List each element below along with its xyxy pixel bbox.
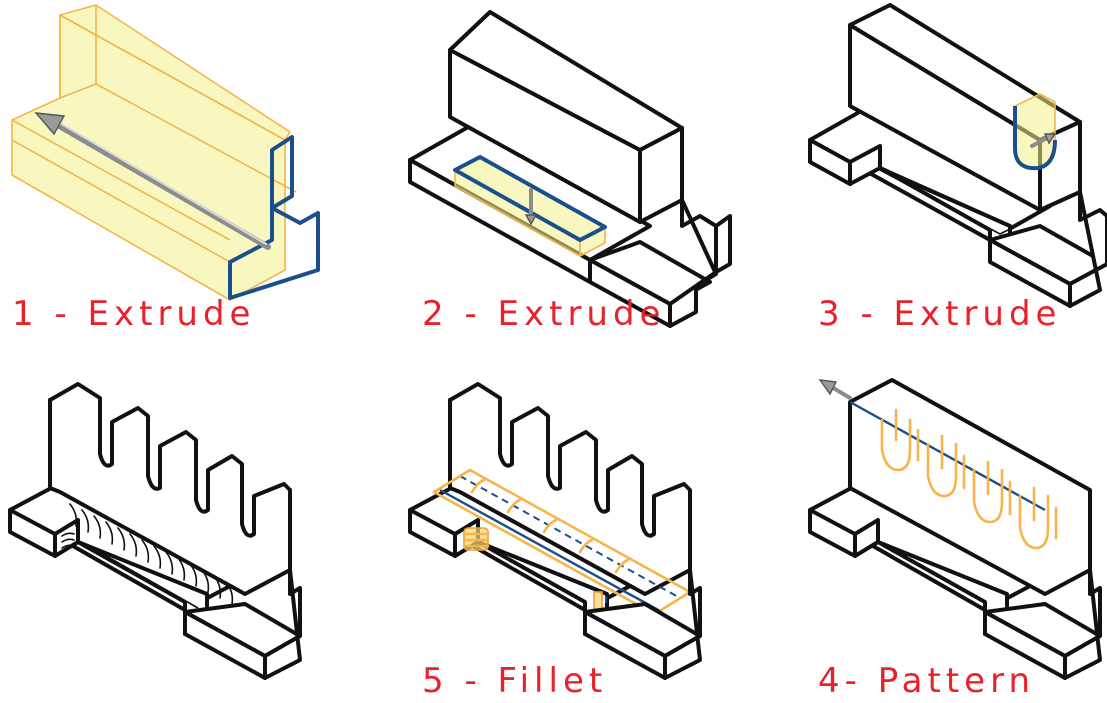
notch-sketch <box>1013 106 1057 171</box>
fillet-edge <box>439 488 663 614</box>
step-3-caption: 3 - Extrude <box>818 294 1061 334</box>
extrude-preview-body <box>11 14 286 301</box>
step-3-model <box>808 3 1107 308</box>
notch-preview <box>1014 93 1056 169</box>
step-2-model <box>408 10 732 328</box>
sketch-profile <box>228 135 320 300</box>
comb-wall <box>48 382 292 596</box>
direction-arrow <box>53 121 271 250</box>
slot-sketch <box>453 155 607 242</box>
step-4-caption: 4- Pattern <box>818 661 1035 701</box>
step-1-caption: 1 - Extrude <box>12 294 255 334</box>
step-5-model <box>408 382 702 680</box>
fillet-hatching <box>61 503 234 605</box>
pattern-instances <box>880 408 1058 550</box>
step-1-model <box>11 4 320 301</box>
final-model <box>8 382 302 680</box>
step-4-model <box>808 378 1102 680</box>
arrow-head-icon <box>34 112 66 136</box>
fillet-edge-hidden <box>459 475 681 599</box>
step-2-caption: 2 - Extrude <box>422 294 665 334</box>
extrude-preview-top <box>59 4 291 141</box>
step-5-caption: 5 - Fillet <box>422 661 607 701</box>
